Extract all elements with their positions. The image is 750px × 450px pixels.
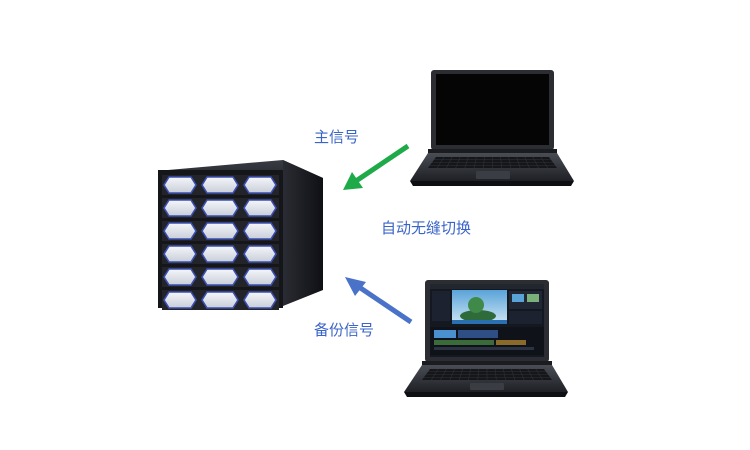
- laptop-editing-icon: [404, 280, 568, 397]
- rack-unit: [162, 175, 279, 195]
- primary-signal-arrow: [343, 143, 410, 190]
- backup-signal-arrow: [345, 277, 413, 325]
- rack-unit: [162, 198, 279, 218]
- auto-switch-label: 自动无缝切换: [381, 219, 472, 237]
- rack-unit: [162, 221, 279, 241]
- backup-signal-label: 备份信号: [314, 321, 375, 339]
- rack-unit: [162, 267, 279, 287]
- server-rack-icon: [158, 160, 323, 310]
- primary-signal-label: 主信号: [314, 128, 360, 146]
- rack-unit: [162, 290, 279, 310]
- laptop-icon: [410, 70, 574, 186]
- rack-unit: [162, 244, 279, 264]
